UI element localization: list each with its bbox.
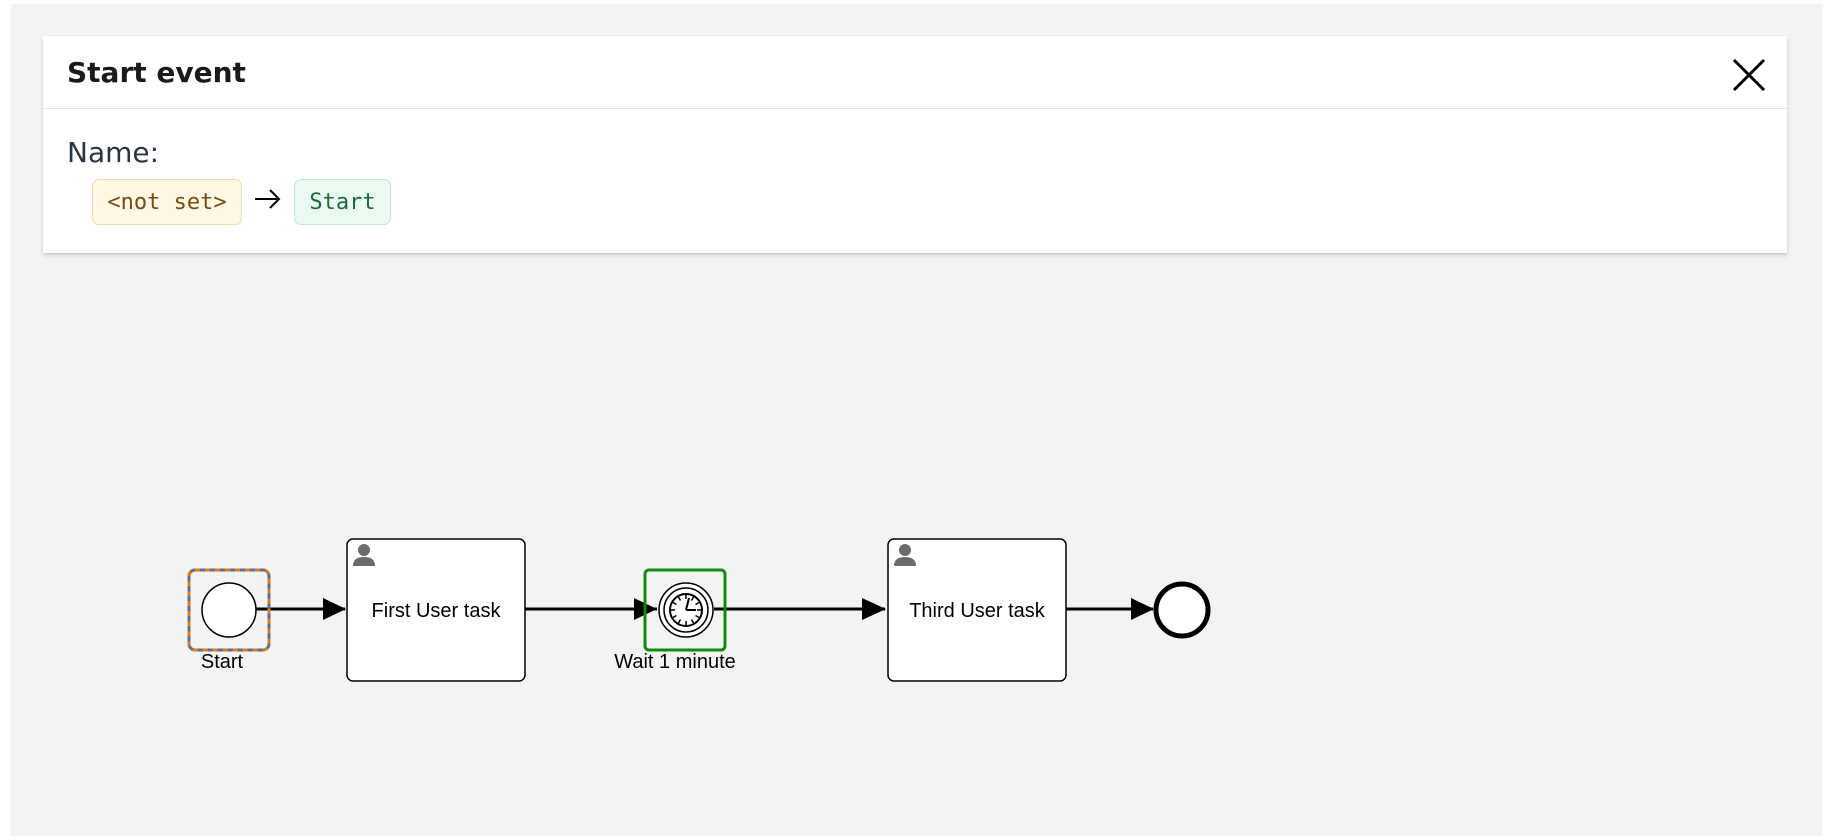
flow-arrowhead xyxy=(862,598,886,620)
panel-title: Start event xyxy=(67,56,246,89)
end-event[interactable] xyxy=(1153,581,1211,639)
first-user-task-label: First User task xyxy=(372,600,502,622)
new-value-chip: Start xyxy=(294,179,391,225)
third-user-task[interactable] xyxy=(887,538,1067,682)
change-details-panel: Start event Name: <not set> Start xyxy=(43,36,1787,253)
panel-header: Start event xyxy=(43,36,1787,109)
flow-arrowhead xyxy=(323,598,346,620)
user-icon xyxy=(353,544,375,566)
arrow-right-icon xyxy=(255,189,281,209)
name-field-label: Name: xyxy=(67,136,160,169)
start-event-label: Start xyxy=(201,651,244,673)
old-value-chip: <not set> xyxy=(92,179,242,225)
flow-arrowhead xyxy=(1131,598,1154,620)
user-icon xyxy=(894,544,916,566)
timer-event[interactable] xyxy=(643,568,727,652)
close-button[interactable] xyxy=(1731,57,1767,93)
third-user-task-label: Third User task xyxy=(909,600,1046,622)
first-user-task[interactable] xyxy=(346,538,526,682)
clock-icon xyxy=(669,593,703,627)
timer-event-label: Wait 1 minute xyxy=(614,651,736,673)
start-event[interactable] xyxy=(187,568,271,652)
close-icon xyxy=(1732,58,1766,92)
